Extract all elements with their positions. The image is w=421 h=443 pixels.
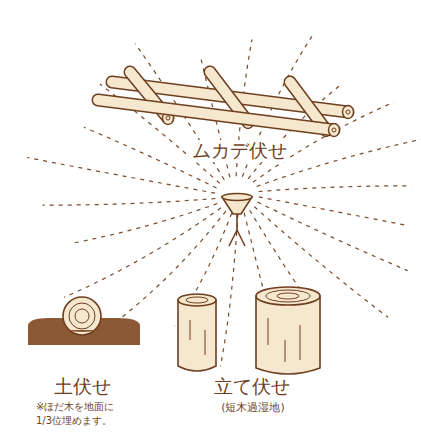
label: ムカデ伏せ (189, 140, 290, 162)
water-spray (42, 199, 215, 206)
water-spray (257, 202, 407, 271)
log (98, 100, 334, 130)
water-spray (119, 211, 226, 319)
standing-logs (178, 287, 320, 374)
label: (短木過湿地) (218, 401, 288, 414)
water-spray (259, 197, 408, 226)
water-spray (259, 186, 412, 192)
log-body (98, 100, 334, 130)
log-end (343, 106, 354, 119)
water-spray (64, 208, 221, 297)
log-end (329, 124, 340, 137)
log-ring (332, 128, 336, 132)
water-spray (254, 207, 388, 318)
soil-laying (28, 297, 140, 345)
water-spray (27, 158, 215, 194)
log-ring (166, 116, 170, 120)
water-spray (73, 204, 218, 244)
sprinkler (222, 194, 252, 247)
label: 立て伏せ (211, 376, 293, 398)
log-ring (346, 110, 350, 114)
label: ※ほだ木を地面に 1/3位埋めます。 (33, 400, 139, 427)
label: 土伏せ (51, 376, 114, 398)
water-spray (220, 214, 238, 367)
